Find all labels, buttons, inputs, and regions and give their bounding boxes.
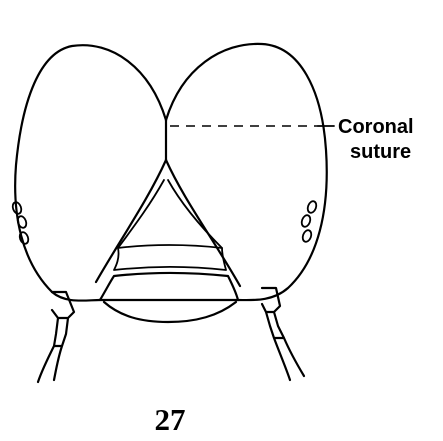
callout-label-line2: suture [350, 141, 411, 163]
left-eye-outline [15, 45, 166, 300]
frons-inner-left [118, 180, 164, 248]
right-antenna [262, 288, 304, 380]
left-ocellus-2 [16, 215, 28, 229]
callout-label-line1: Coronal [338, 116, 414, 138]
right-ocellus-3 [301, 229, 313, 243]
frons-outer-left [96, 160, 166, 282]
left-ocellus-3 [18, 231, 30, 245]
clypeus [100, 273, 238, 300]
inner-plate [114, 245, 226, 270]
right-eye-outline [166, 44, 327, 300]
left-antenna [38, 292, 74, 382]
figure-number: 27 [155, 402, 186, 437]
labrum [104, 302, 236, 322]
right-ocellus-2 [300, 214, 312, 228]
right-ocellus-1 [306, 200, 318, 214]
